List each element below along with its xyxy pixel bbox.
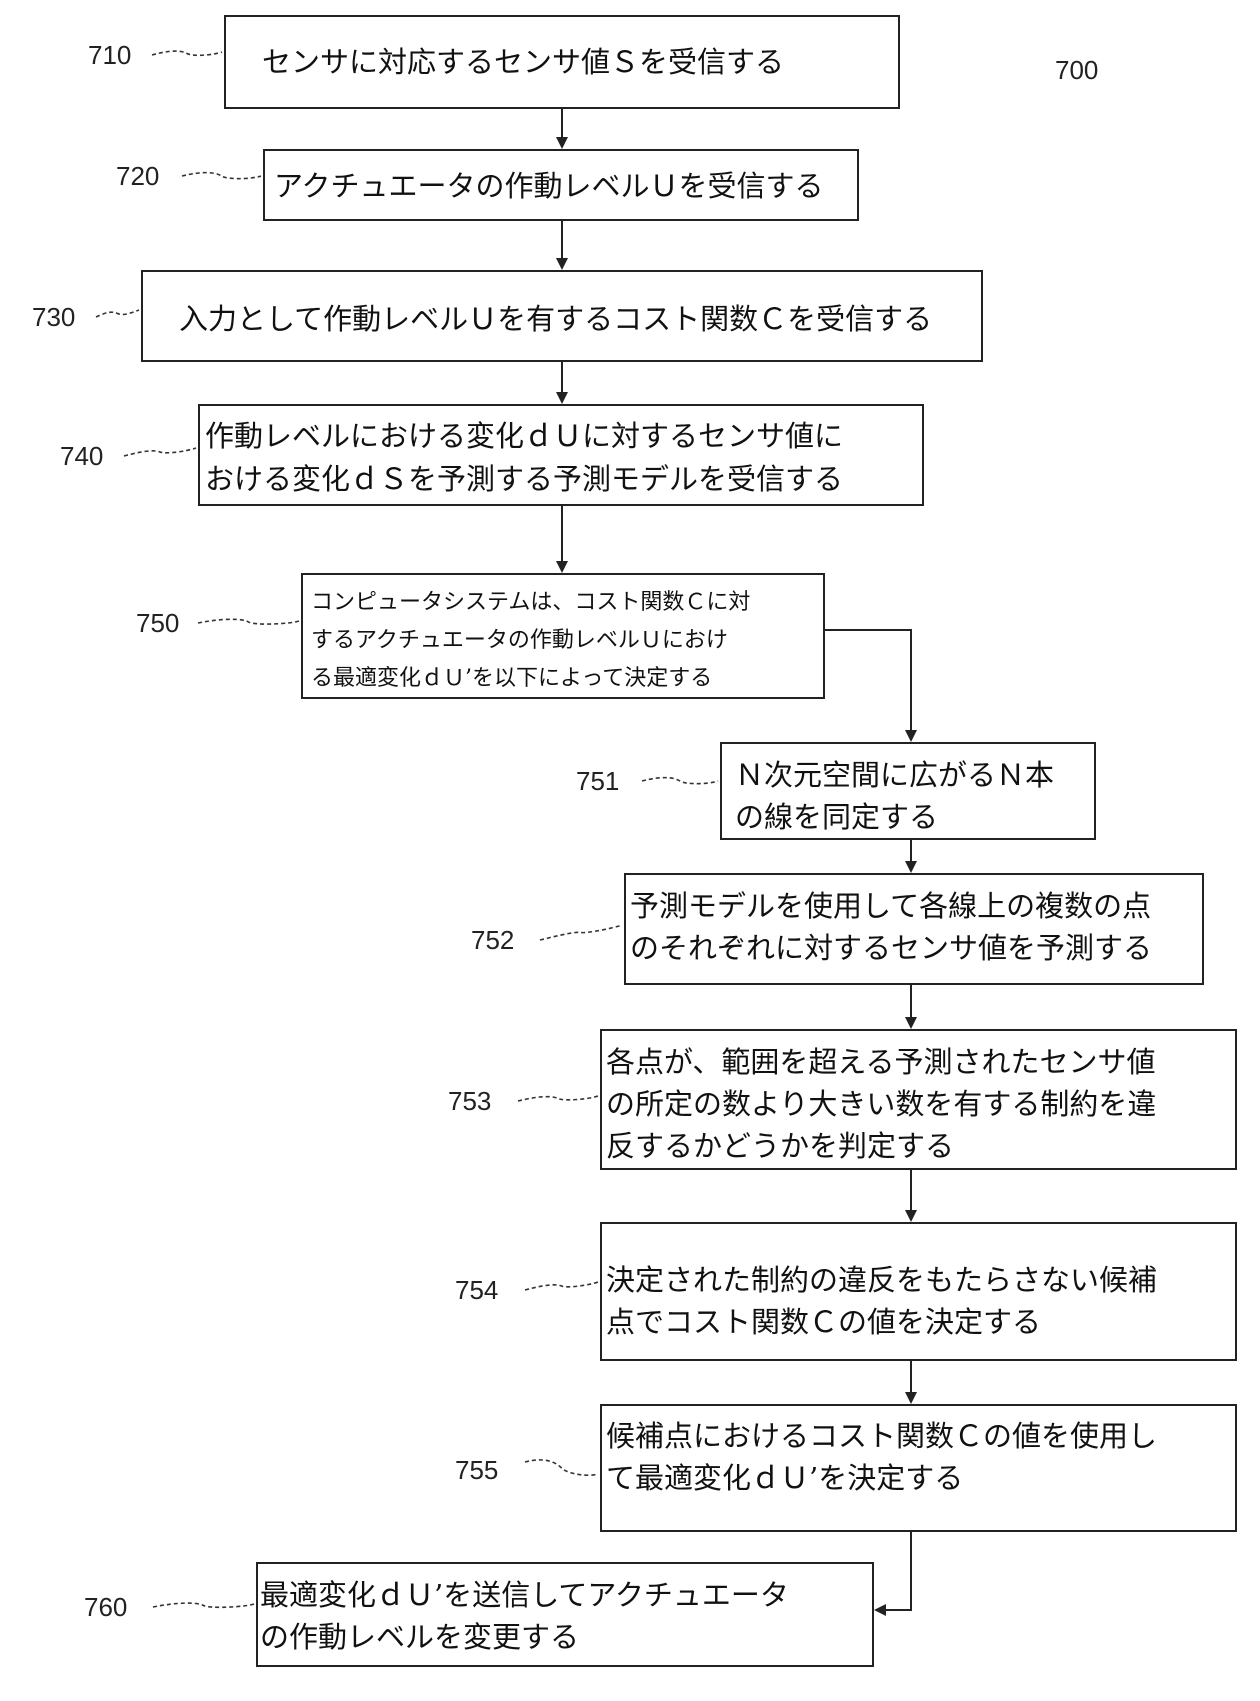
- step-753-text-line-1: 各点が、範囲を超える予測されたセンサ値: [606, 1039, 1156, 1081]
- step-750-text-line-3: る最適変化ｄＵ’を以下によって決定する: [311, 660, 712, 692]
- step-754-ref: 754: [455, 1275, 498, 1306]
- leader-730: [96, 310, 139, 317]
- step-760-text-line-2: の作動レベルを変更する: [260, 1614, 579, 1656]
- step-740-text-line-1: 作動レベルにおける変化ｄＵに対するセンサ値に: [205, 413, 843, 455]
- step-751-text-line-1: Ｎ次元空間に広がるＮ本: [735, 752, 1054, 794]
- step-720-text-line-1: アクチュエータの作動レベルＵを受信する: [274, 163, 824, 205]
- step-751-text-line-2: の線を同定する: [735, 794, 938, 836]
- step-710-box: センサに対応するセンサ値Ｓを受信する: [224, 15, 900, 109]
- step-760-ref: 760: [84, 1592, 127, 1623]
- leader-760: [153, 1603, 254, 1607]
- leader-751: [642, 778, 718, 784]
- step-754-text-line-1: 決定された制約の違反をもたらさない候補: [606, 1257, 1157, 1299]
- leader-754: [525, 1282, 598, 1290]
- step-752-box: 予測モデルを使用して各線上の複数の点 のそれぞれに対するセンサ値を予測する: [624, 873, 1204, 985]
- step-751-box: Ｎ次元空間に広がるＮ本 の線を同定する: [720, 742, 1096, 840]
- step-740-text-line-2: おける変化ｄＳを予測する予測モデルを受信する: [205, 456, 843, 498]
- step-750-text-line-2: するアクチュエータの作動レベルＵにおけ: [311, 622, 728, 654]
- leader-750: [198, 619, 299, 624]
- step-753-text-line-3: 反するかどうかを判定する: [606, 1123, 954, 1165]
- step-755-ref: 755: [455, 1455, 498, 1486]
- step-730-text-line-1: 入力として作動レベルＵを有するコスト関数Ｃを受信する: [179, 296, 932, 338]
- step-730-box: 入力として作動レベルＵを有するコスト関数Ｃを受信する: [141, 270, 983, 362]
- step-750-text-line-1: コンピュータシステムは、コスト関数Ｃに対: [311, 584, 750, 616]
- arrow-755-760: [876, 1532, 911, 1610]
- step-753-ref: 753: [448, 1086, 491, 1117]
- step-720-ref: 720: [116, 161, 159, 192]
- leader-753: [518, 1096, 598, 1101]
- step-730-ref: 730: [32, 302, 75, 333]
- leader-710: [152, 51, 222, 55]
- step-740-ref: 740: [60, 441, 103, 472]
- step-760-box: 最適変化ｄＵ’を送信してアクチュエータ の作動レベルを変更する: [256, 1562, 874, 1667]
- arrow-750-751: [825, 630, 911, 740]
- leader-720: [182, 173, 261, 179]
- step-720-box: アクチュエータの作動レベルＵを受信する: [263, 149, 859, 221]
- step-752-ref: 752: [471, 925, 514, 956]
- step-710-text-line-1: センサに対応するセンサ値Ｓを受信する: [262, 39, 784, 81]
- step-754-box: 決定された制約の違反をもたらさない候補 点でコスト関数Ｃの値を決定する: [600, 1222, 1237, 1361]
- leader-752: [540, 925, 622, 940]
- step-750-box: コンピュータシステムは、コスト関数Ｃに対 するアクチュエータの作動レベルＵにおけ…: [301, 573, 825, 699]
- step-750-ref: 750: [136, 608, 179, 639]
- step-740-box: 作動レベルにおける変化ｄＵに対するセンサ値に おける変化ｄＳを予測する予測モデル…: [198, 404, 924, 506]
- step-755-box: 候補点におけるコスト関数Ｃの値を使用し て最適変化ｄＵ’を決定する: [600, 1404, 1237, 1532]
- step-751-ref: 751: [576, 766, 619, 797]
- step-753-box: 各点が、範囲を超える予測されたセンサ値 の所定の数より大きい数を有する制約を違 …: [600, 1029, 1237, 1170]
- leader-740: [124, 448, 196, 456]
- step-754-text-line-2: 点でコスト関数Ｃの値を決定する: [606, 1299, 1041, 1341]
- step-760-text-line-1: 最適変化ｄＵ’を送信してアクチュエータ: [260, 1572, 789, 1614]
- step-710-ref: 710: [88, 40, 131, 71]
- step-753-text-line-2: の所定の数より大きい数を有する制約を違: [606, 1081, 1156, 1123]
- step-752-text-line-1: 予測モデルを使用して各線上の複数の点: [630, 883, 1151, 925]
- step-752-text-line-2: のそれぞれに対するセンサ値を予測する: [630, 925, 1152, 967]
- step-755-text-line-1: 候補点におけるコスト関数Ｃの値を使用し: [606, 1413, 1157, 1455]
- leader-755: [525, 1460, 598, 1475]
- step-755-text-line-2: て最適変化ｄＵ’を決定する: [606, 1455, 963, 1497]
